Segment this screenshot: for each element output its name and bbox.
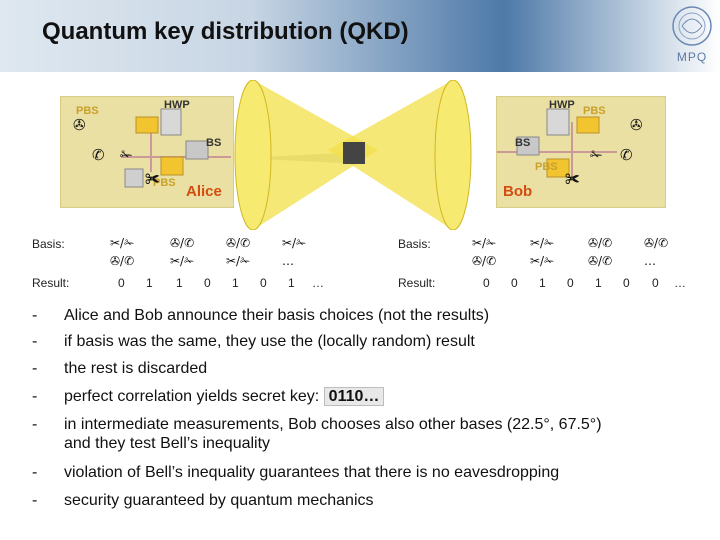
basis-cell: …	[644, 254, 656, 268]
bullet-text: violation of Bell’s inequality guarantee…	[64, 464, 560, 481]
detector-icon: ✆	[92, 146, 105, 164]
basis-cell: ✂/✁	[530, 236, 555, 250]
result-cell: 1	[232, 276, 239, 290]
basis-cell: ✇/✆	[588, 254, 613, 268]
alice-result-label: Result:	[32, 276, 70, 290]
basis-cell: ✇/✆	[226, 236, 251, 250]
logo-text: MPQ	[676, 50, 708, 64]
basis-cell: ✂/✁	[472, 236, 497, 250]
basis-cell: …	[282, 254, 294, 268]
scissors-icon: ✀	[145, 170, 160, 188]
basis-cell: ✇/✆	[110, 254, 135, 268]
basis-cell: ✂/✁	[226, 254, 251, 268]
result-cell: …	[312, 276, 324, 290]
basis-cell: ✇/✆	[588, 236, 613, 250]
result-cell: 0	[623, 276, 630, 290]
basis-cell: ✇/✆	[644, 236, 669, 250]
mpq-logo: MPQ	[668, 4, 716, 70]
basis-cell: ✂/✁	[170, 254, 195, 268]
bob-label: Bob	[503, 183, 533, 200]
secret-key-value: 0110…	[323, 387, 385, 406]
bob-basis-label: Basis:	[398, 237, 431, 251]
bullet-text-continued: and they test Bell’s inequality	[64, 435, 271, 452]
basis-cell: ✇/✆	[472, 254, 497, 268]
result-cell: 0	[260, 276, 267, 290]
hwp-label-alice: HWP	[164, 99, 190, 111]
basis-cell: ✂/✁	[110, 236, 135, 250]
result-cell: 0	[567, 276, 574, 290]
bullet-dash: -	[32, 307, 38, 324]
result-cell: 0	[511, 276, 518, 290]
bob-optics-diagram	[497, 108, 617, 178]
bs-label-alice: BS	[206, 137, 222, 149]
result-cell: 0	[204, 276, 211, 290]
pbs-label-4: PBS	[535, 161, 558, 173]
institute-seal-icon	[672, 6, 712, 46]
pbs-label-3: PBS	[583, 105, 606, 117]
scissors-icon: ✁	[120, 146, 133, 164]
result-cell: …	[674, 276, 686, 290]
result-cell: 1	[539, 276, 546, 290]
bullet-dash: -	[32, 388, 38, 405]
bullet-text: perfect correlation yields secret key:	[64, 388, 324, 405]
scissors-icon: ✁	[590, 146, 603, 164]
header-bar	[0, 0, 720, 72]
bob-result-label: Result:	[398, 276, 436, 290]
result-cell: 1	[146, 276, 153, 290]
bullet-text: security guaranteed by quantum mechanics	[64, 492, 374, 509]
alice-optics-diagram	[121, 108, 231, 188]
result-cell: 1	[595, 276, 602, 290]
bob-setup-panel: HWP PBS BS PBS Bob	[496, 96, 666, 208]
scissors-icon: ✀	[565, 170, 580, 188]
pbs-label-1: PBS	[76, 105, 99, 117]
detector-icon: ✇	[73, 116, 86, 134]
result-cell: 1	[176, 276, 183, 290]
result-cell: 0	[652, 276, 659, 290]
result-cell: 1	[288, 276, 295, 290]
bullet-dash: -	[32, 360, 38, 377]
slide-title: Quantum key distribution (QKD)	[42, 18, 409, 45]
alice-label: Alice	[186, 183, 222, 200]
alice-basis-label: Basis:	[32, 237, 65, 251]
basis-cell: ✂/✁	[530, 254, 555, 268]
bullet-text: in intermediate measurements, Bob choose…	[64, 416, 602, 433]
hwp-label-bob: HWP	[549, 99, 575, 111]
bullet-text: the rest is discarded	[64, 360, 208, 377]
detector-icon: ✆	[620, 146, 633, 164]
bullet-text: Alice and Bob announce their basis choic…	[64, 307, 490, 324]
photon-source-cone	[228, 79, 478, 231]
bullet-dash: -	[32, 492, 38, 509]
bullet-dash: -	[32, 464, 38, 481]
bullet-dash: -	[32, 333, 38, 350]
result-cell: 0	[118, 276, 125, 290]
pbs-label-2: PBS	[153, 177, 176, 189]
alice-setup-panel: PBS HWP BS PBS Alice	[60, 96, 234, 208]
bullet-dash: -	[32, 416, 38, 433]
basis-cell: ✇/✆	[170, 236, 195, 250]
detector-icon: ✇	[630, 116, 643, 134]
result-cell: 0	[483, 276, 490, 290]
bs-label-bob: BS	[515, 137, 531, 149]
bullet-text: if basis was the same, they use the (loc…	[64, 333, 475, 350]
basis-cell: ✂/✁	[282, 236, 307, 250]
